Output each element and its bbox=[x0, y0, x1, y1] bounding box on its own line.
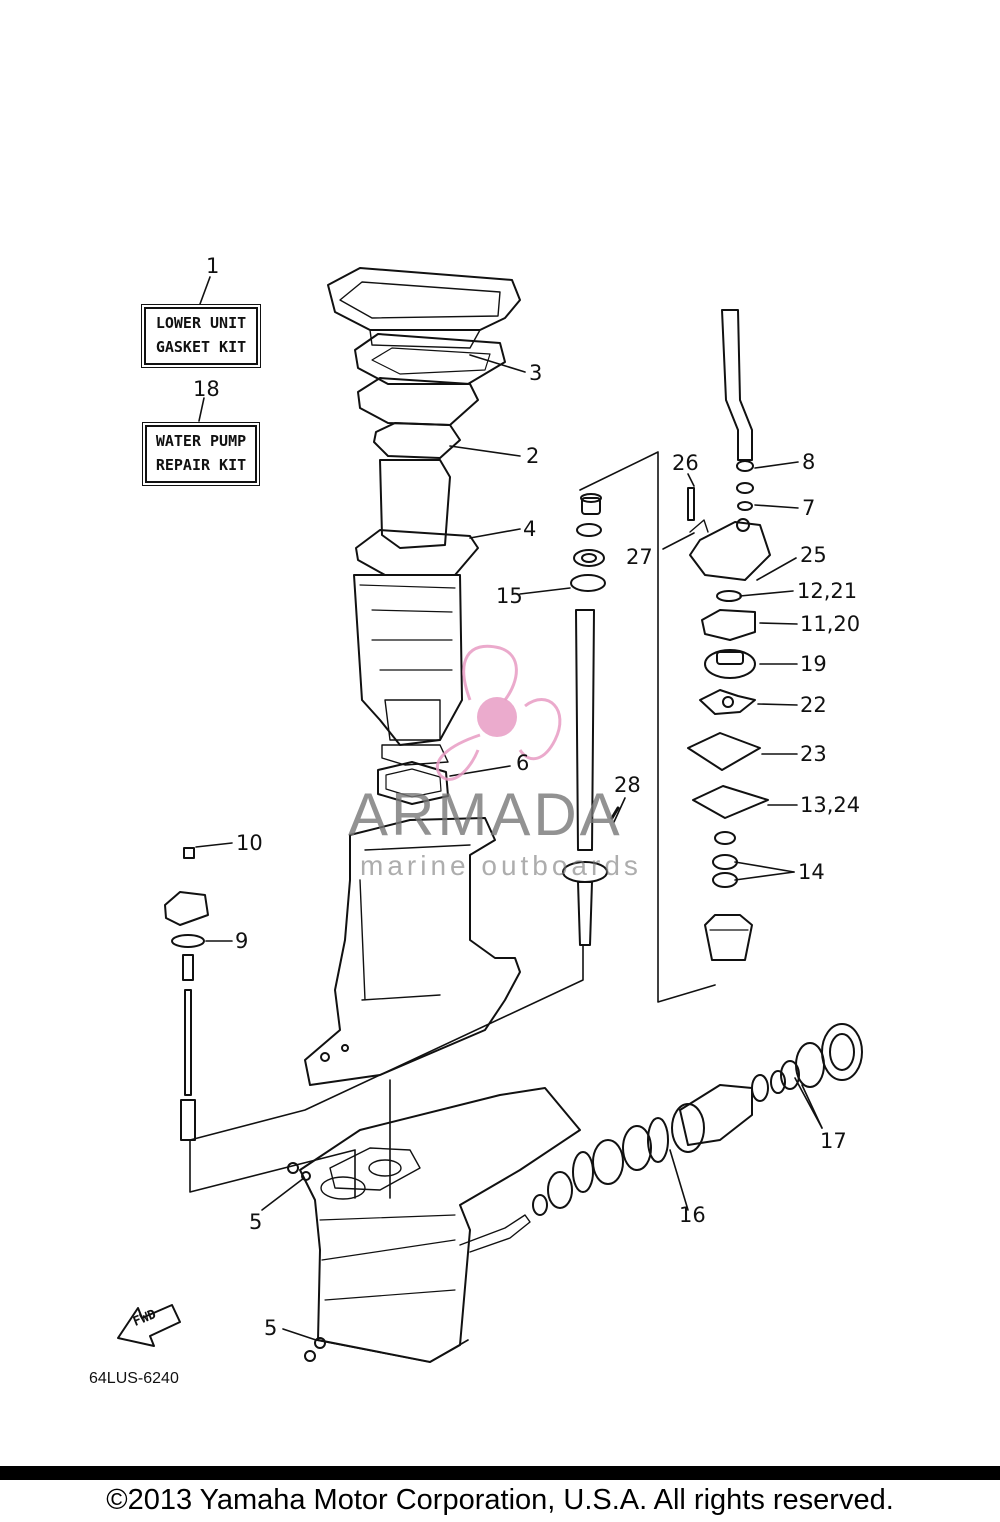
callout-13-24: 13,24 bbox=[800, 793, 861, 817]
callout-3: 3 bbox=[529, 361, 543, 385]
callout-16: 16 bbox=[679, 1203, 706, 1227]
driveshaft-assembly bbox=[562, 493, 620, 946]
callout-4: 4 bbox=[523, 517, 537, 541]
driveshaft-housing bbox=[304, 817, 521, 1086]
callout-11-20: 11,20 bbox=[800, 612, 861, 636]
kit-box-line: WATER PUMP bbox=[155, 432, 247, 450]
callout-8: 8 bbox=[802, 450, 816, 474]
shift-rod-assembly bbox=[164, 847, 209, 1141]
leader-lines bbox=[195, 276, 823, 1341]
callout-7: 7 bbox=[802, 496, 816, 520]
copyright-text: ©2013 Yamaha Motor Corporation, U.S.A. A… bbox=[106, 1484, 894, 1516]
callout-15: 15 bbox=[496, 584, 523, 608]
callout-19: 19 bbox=[800, 652, 827, 676]
callout-18: 18 bbox=[193, 377, 220, 401]
kit-box-line: GASKET KIT bbox=[155, 338, 247, 356]
footer-bar bbox=[0, 1466, 1000, 1480]
exhaust-stack bbox=[327, 267, 521, 805]
callout-9: 9 bbox=[235, 929, 249, 953]
kit-box-line: REPAIR KIT bbox=[155, 456, 247, 474]
callout-5-lower: 5 bbox=[264, 1316, 278, 1340]
callout-5-upper: 5 bbox=[249, 1210, 263, 1234]
copyright-footer: ©2013 Yamaha Motor Corporation, U.S.A. A… bbox=[0, 1466, 1000, 1522]
callout-26: 26 bbox=[672, 451, 699, 475]
gearcase bbox=[287, 1087, 581, 1363]
callout-23: 23 bbox=[800, 742, 827, 766]
callout-28: 28 bbox=[614, 773, 641, 797]
callout-12-21: 12,21 bbox=[797, 579, 858, 603]
kit-box-line: LOWER UNIT bbox=[155, 314, 247, 332]
callout-1: 1 bbox=[206, 254, 220, 278]
drawing-code: 64LUS-6240 bbox=[89, 1370, 179, 1387]
fwd-arrow bbox=[117, 1304, 181, 1347]
callout-10: 10 bbox=[236, 831, 263, 855]
kit-box-lower-unit-gasket: LOWER UNIT GASKET KIT bbox=[144, 307, 258, 365]
watermark-brand: ARMADA bbox=[348, 781, 623, 848]
callout-14: 14 bbox=[798, 860, 825, 884]
callout-27: 27 bbox=[626, 545, 653, 569]
callout-22: 22 bbox=[800, 693, 827, 717]
callout-6: 6 bbox=[516, 751, 530, 775]
propeller-shaft-housing bbox=[532, 1023, 863, 1216]
watermark-tagline: marine outboards bbox=[360, 850, 642, 881]
callout-2: 2 bbox=[526, 444, 540, 468]
callout-25: 25 bbox=[800, 543, 827, 567]
diagram-drawing bbox=[117, 267, 863, 1363]
water-pump-assembly bbox=[687, 309, 771, 961]
callout-17: 17 bbox=[820, 1129, 847, 1153]
watermark-logo-icon bbox=[436, 644, 562, 781]
kit-box-water-pump-repair: WATER PUMP REPAIR KIT bbox=[145, 425, 257, 483]
